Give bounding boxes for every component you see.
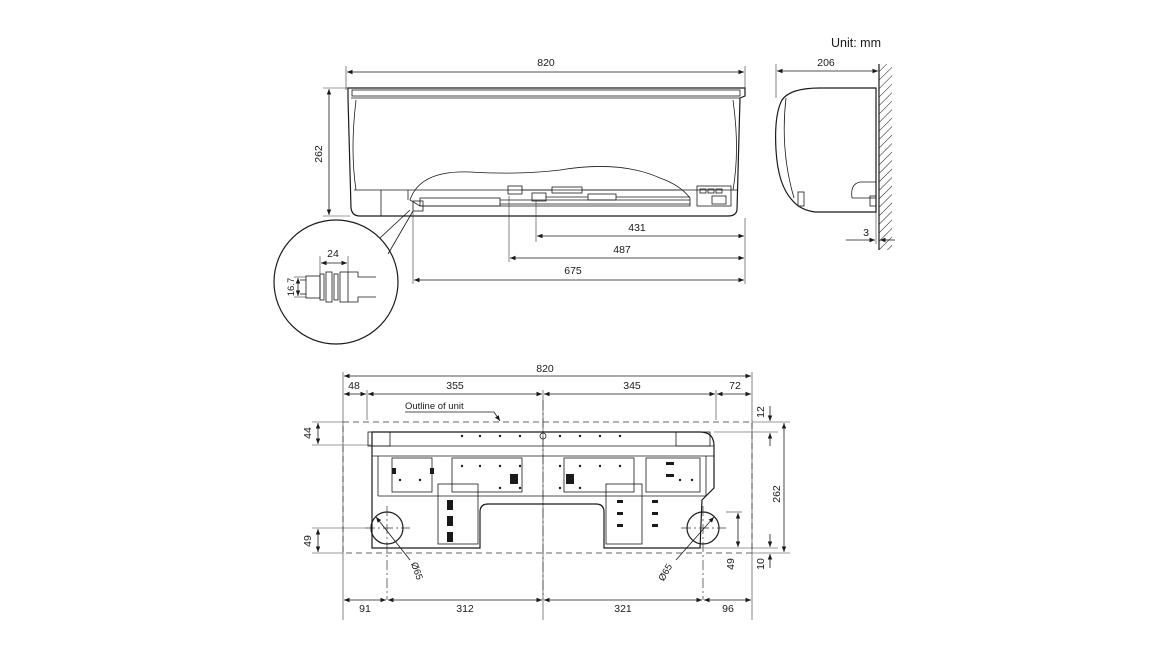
- pipe-487-label: 487: [613, 244, 631, 256]
- unit-outline: [342, 421, 753, 554]
- bot-96-label: 96: [722, 603, 734, 615]
- pipe-675-label: 675: [564, 265, 582, 277]
- bot-91-label: 91: [359, 603, 371, 615]
- bot-312-label: 312: [456, 603, 474, 615]
- seg-355-label: 355: [446, 380, 464, 392]
- pipe-main: [419, 197, 501, 207]
- wall-hatch: [879, 64, 892, 250]
- indoor-unit-body: [347, 87, 746, 217]
- seg-48-label: 48: [348, 380, 360, 392]
- side-view: 206 3: [775, 57, 895, 250]
- right-49-label: 49: [725, 558, 737, 570]
- front-height-label: 262: [313, 145, 325, 163]
- right-10-label: 10: [755, 558, 767, 570]
- left-44-label: 44: [302, 427, 314, 439]
- detail-length-label: 24: [327, 248, 339, 260]
- right-262-label: 262: [771, 485, 783, 503]
- hole-right-label: Ø65: [657, 562, 676, 583]
- control-panel: [696, 185, 732, 207]
- seg-345-label: 345: [623, 380, 641, 392]
- pipe-431-label: 431: [628, 222, 646, 234]
- detail-diameter-label: 16.7: [286, 278, 297, 297]
- detail-circle: [273, 219, 399, 345]
- installation-view: 820 48 355 345 72 Outline of unit: [302, 363, 790, 620]
- pipe-detail: 24 16.7: [273, 209, 414, 345]
- unit-label: Unit: mm: [831, 36, 881, 50]
- side-gap-label: 3: [863, 227, 869, 239]
- side-unit-body: [775, 87, 877, 213]
- outline-label: Outline of unit: [405, 401, 464, 412]
- left-49-label: 49: [302, 535, 314, 547]
- hole-left-label: Ø65: [408, 561, 424, 582]
- side-depth-label: 206: [817, 57, 835, 69]
- pipe-fitting-4: [587, 193, 617, 201]
- seg-72-label: 72: [729, 380, 741, 392]
- front-view: 820 262: [313, 57, 746, 284]
- hook-right: [675, 431, 711, 447]
- hook-left: [367, 431, 391, 447]
- top-grille: [351, 89, 741, 97]
- front-width-label: 820: [537, 57, 555, 69]
- installation-plate: [371, 431, 715, 549]
- bot-321-label: 321: [614, 603, 632, 615]
- bottom-width-label: 820: [536, 363, 554, 375]
- right-12-label: 12: [755, 406, 767, 418]
